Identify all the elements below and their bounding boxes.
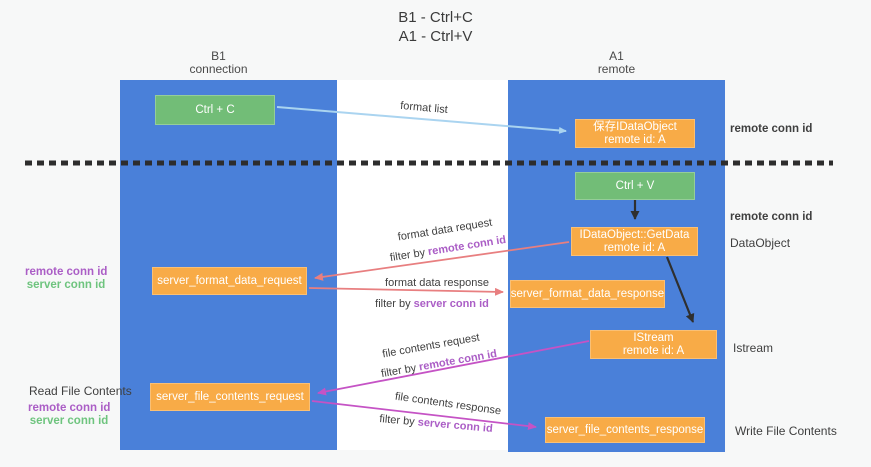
server-conn-id-text: server conn id — [413, 298, 489, 310]
right-write-file-contents-label: Write File Contents — [735, 424, 837, 438]
box-file-response-label: server_file_contents_response — [546, 423, 704, 436]
column-a1-role: remote — [597, 62, 636, 76]
box-server-format-data-request: server_format_data_request — [152, 267, 307, 295]
box-ctrl-v: Ctrl + V — [575, 172, 695, 200]
box-format-request-label: server_format_data_request — [157, 274, 302, 287]
label-format-data-response: format data response — [385, 277, 489, 289]
column-header-a1: A1 remote — [508, 50, 725, 76]
left-server-conn-id-top: server conn id — [26, 279, 106, 291]
box-ctrl-v-label: Ctrl + V — [615, 179, 655, 192]
column-a1-name: A1 — [609, 49, 624, 63]
left-read-file-contents-label: Read File Contents — [29, 384, 132, 398]
right-dataobject-label: DataObject — [730, 236, 791, 250]
left-remote-conn-id-top: remote conn id — [25, 266, 108, 278]
box-getdata-line1: IDataObject::GetData — [579, 228, 690, 241]
box-server-format-data-response: server_format_data_response — [510, 280, 665, 308]
title-line-b1: B1 - Ctrl+C — [398, 9, 473, 26]
left-conn-id-pair-top: remote conn id server conn id — [25, 266, 107, 292]
right-remote-conn-id-mid: remote conn id — [730, 211, 813, 223]
column-b1-name: B1 — [211, 49, 226, 63]
left-server-conn-id-bottom: server conn id — [29, 415, 109, 427]
box-format-response-label: server_format_data_response — [510, 287, 665, 300]
box-ctrl-c: Ctrl + C — [155, 95, 275, 125]
column-b1-role: connection — [189, 62, 248, 76]
left-remote-conn-id-bottom: remote conn id — [28, 402, 111, 414]
box-file-request-label: server_file_contents_request — [156, 390, 304, 403]
left-conn-id-pair-bottom: remote conn id server conn id — [28, 402, 110, 428]
box-istream: IStream remote id: A — [590, 330, 717, 359]
box-istream-line1: IStream — [633, 331, 674, 344]
title-line-a1: A1 - Ctrl+V — [398, 28, 473, 45]
filter-by-text: filter by — [375, 298, 411, 310]
label-filter-server-1: filter by server conn id — [375, 298, 489, 310]
box-server-file-contents-request: server_file_contents_request — [150, 383, 310, 411]
box-getdata-line2: remote id: A — [603, 241, 666, 254]
box-save-idataobject: 保存IDataObject remote id: A — [575, 119, 695, 148]
column-header-b1: B1 connection — [110, 50, 327, 76]
right-istream-label: Istream — [733, 341, 774, 355]
diagram-title: B1 - Ctrl+C A1 - Ctrl+V — [0, 8, 871, 46]
right-remote-conn-id-top: remote conn id — [730, 123, 813, 135]
box-istream-line2: remote id: A — [622, 344, 685, 357]
box-idataobject-getdata: IDataObject::GetData remote id: A — [571, 227, 698, 256]
box-server-file-contents-response: server_file_contents_response — [545, 417, 705, 443]
box-ctrl-c-label: Ctrl + C — [195, 103, 235, 116]
box-save-idataobject-line2: remote id: A — [604, 133, 666, 146]
box-save-idataobject-line1: 保存IDataObject — [593, 120, 677, 133]
